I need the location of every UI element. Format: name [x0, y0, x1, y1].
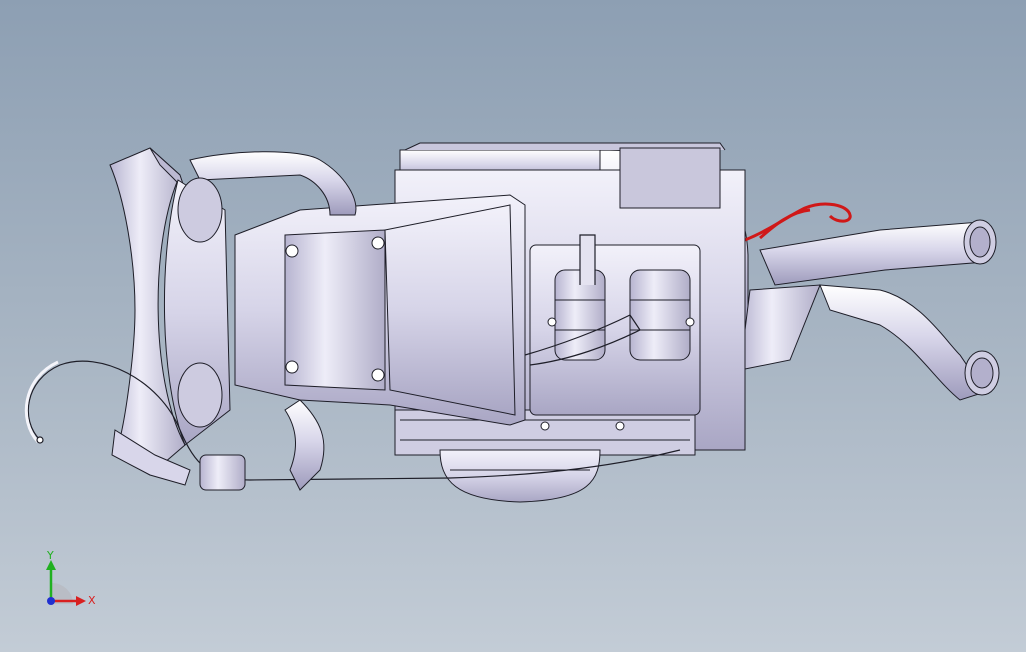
- radiator-fan-shroud: [109, 147, 231, 486]
- red-hose: [744, 202, 852, 242]
- coolant-pipe-top: [189, 151, 357, 216]
- cylinder-head: [529, 244, 701, 431]
- coordinate-triad-icon: Y X: [46, 549, 96, 607]
- flywheel-housing: [439, 449, 601, 503]
- z-axis-dot: [47, 597, 55, 605]
- y-axis-label: Y: [46, 549, 54, 562]
- air-intake-duct: [234, 194, 526, 426]
- intake-connector: [199, 399, 325, 491]
- rear-exhaust-outlets: [739, 219, 1000, 401]
- x-axis-label: X: [88, 594, 96, 607]
